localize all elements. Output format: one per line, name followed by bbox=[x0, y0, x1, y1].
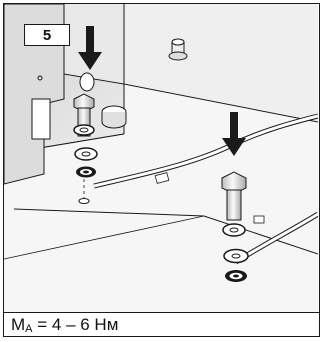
arrow-down-icon bbox=[78, 26, 102, 70]
arrow-down-icon bbox=[222, 112, 246, 156]
cap bbox=[101, 105, 127, 129]
rear-stud bbox=[168, 38, 188, 61]
step-number-badge: 5 bbox=[24, 24, 70, 46]
torque-subscript: A bbox=[25, 322, 33, 335]
assembly-illustration bbox=[4, 4, 318, 314]
bolt-icon bbox=[221, 171, 247, 195]
torque-symbol: M bbox=[11, 314, 26, 334]
background-panels bbox=[4, 4, 318, 314]
torque-value: = 4 – 6 Нм bbox=[37, 314, 119, 334]
right-bolt-assembly bbox=[221, 171, 249, 282]
left-bolt-assembly bbox=[73, 93, 98, 204]
